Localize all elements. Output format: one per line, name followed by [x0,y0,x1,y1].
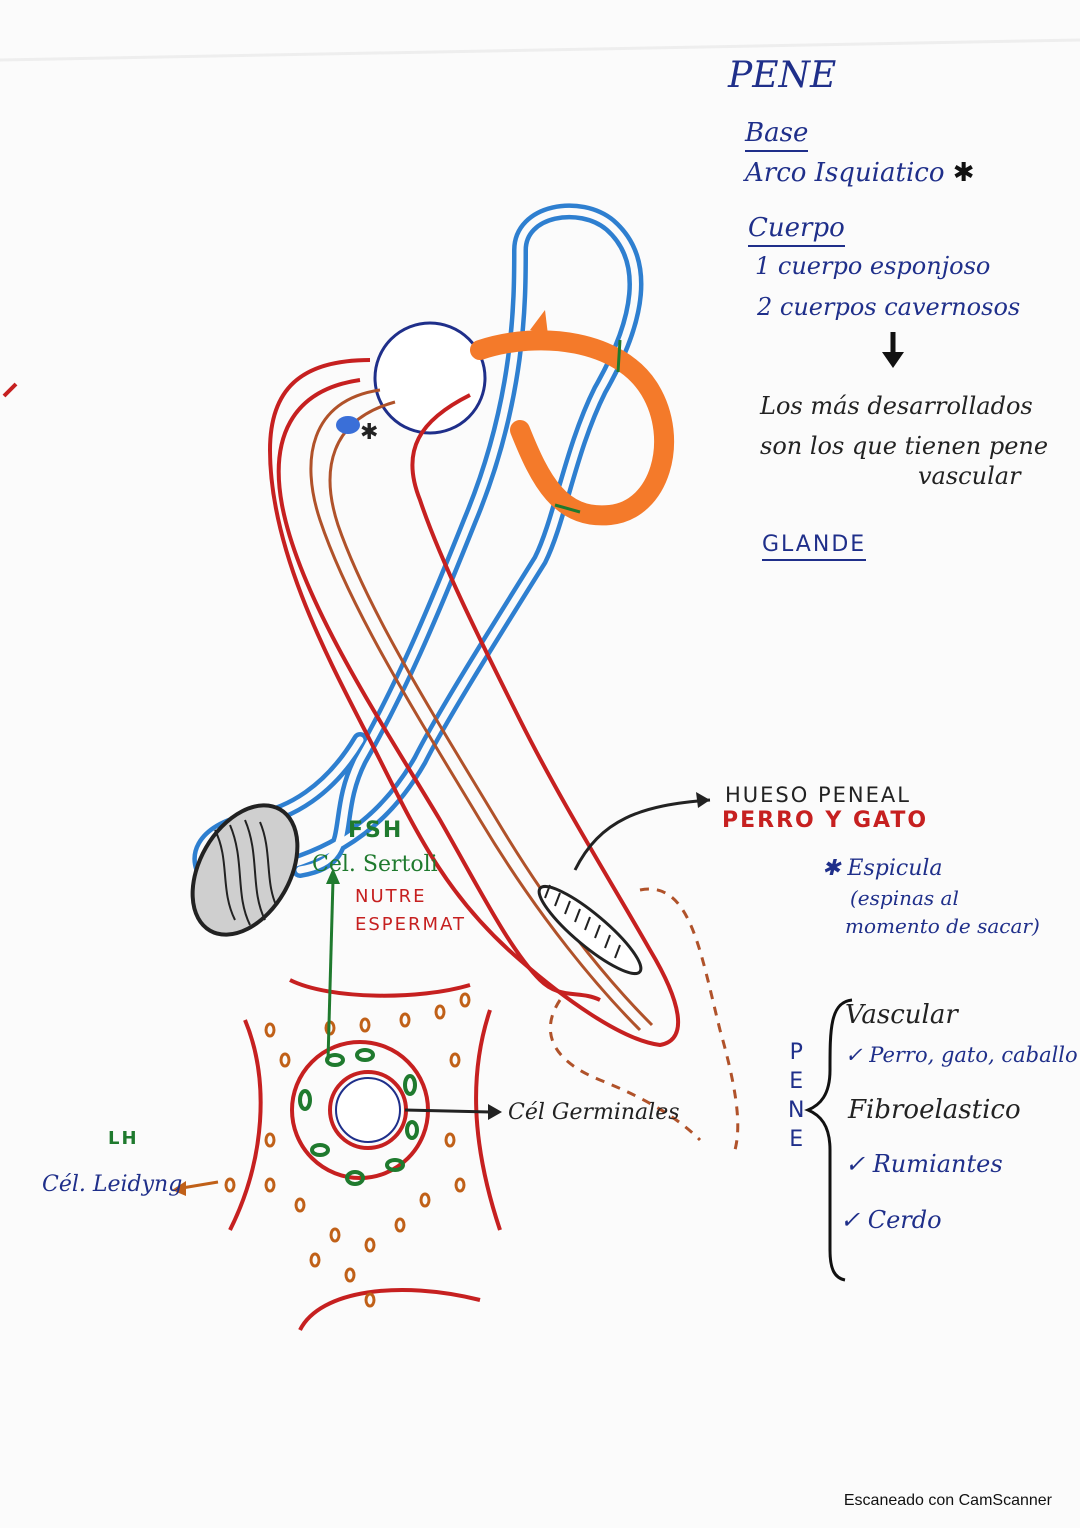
camscanner-watermark: Escaneado con CamScanner [843,1492,1052,1509]
os-penis [537,884,643,976]
conclusion-line-3: vascular [918,462,1021,490]
urethra-inner-2 [328,400,654,1027]
asterisk-marker-icon: ✱ [360,420,379,445]
germinales-arrowhead [488,1104,502,1120]
blue-blob [336,416,360,434]
prepuce-dashed [639,887,740,1151]
prepuce-dashed-2 [548,999,702,1142]
spicula-note-2: momento de sacar) [845,914,1040,938]
green-mark [616,339,622,373]
vascular-label: Vascular [845,1000,958,1030]
body-item-1: 1 cuerpo esponjoso [755,252,991,280]
hueso-arrow [573,798,711,871]
leidyng-label: Cél. Leidyng [42,1172,183,1197]
tubule-section [224,978,502,1331]
sertoli-cells [298,1048,419,1186]
leydig-cells [224,992,471,1308]
spermatids [335,1077,401,1143]
lh-label: LH [108,1128,139,1149]
body-heading: Cuerpo [748,213,845,247]
vas-deferens [192,203,644,889]
down-arrowhead [882,352,904,368]
urethra-outline [267,358,681,1048]
urethra-outer-2 [276,378,601,1002]
pene-letter: N [788,1098,805,1123]
base-item: Arco Isquiatico ✱ [745,158,975,188]
os-penis-hatching [544,884,621,959]
fibro-label: Fibroelastico [848,1095,1021,1125]
pene-vertical: P E N E [788,1040,804,1152]
notes-title: PENE [728,55,837,96]
sertoli-label: Cel. Sertoli [312,852,438,877]
pene-brace [804,998,853,1282]
hueso-label: HUESO PENEAL [725,783,911,807]
vascular-example: ✓ Perro, gato, caballo [845,1043,1078,1067]
fibro-example-1: ✓ Rumiantes [845,1150,1003,1178]
fsh-arrowhead [326,868,340,884]
spicula-label: ✱ Espicula [822,856,943,881]
fibro-example-2: ✓ Cerdo [840,1206,942,1234]
body-item-2: 2 cuerpos cavernosos [757,293,1021,321]
espermat-label: ESPERMAT [355,914,466,935]
nutre-label: NUTRE [355,886,427,907]
bladder-circle [373,321,487,435]
conclusion-line-2: son los que tienen pene [760,432,1049,460]
fsh-arrow [326,879,335,1061]
pene-letter: E [789,1127,804,1152]
orange-loop [470,330,674,526]
paper-fold [0,38,1080,62]
fsh-label: FSH [348,818,404,843]
base-item-text: Arco Isquiatico [745,158,945,188]
testis-lines [214,819,277,926]
spicula-note-1: (espinas al [850,886,959,910]
base-heading: Base [745,118,809,152]
margin-mark [2,382,18,398]
germinales-label: Cél Germinales [508,1100,680,1125]
urethra-inner-1 [309,388,642,1032]
lh-arrowhead [172,1181,186,1196]
orange-tip [530,310,548,335]
green-mark-2 [554,503,581,514]
hueso-species: PERRO Y GATO [722,808,929,833]
conclusion-line-1: Los más desarrollados [760,392,1033,420]
hueso-arrowhead [696,792,710,808]
glande-label: GLANDE [762,532,867,561]
germinales-arrow [404,1108,491,1114]
pene-letter: P [789,1040,803,1065]
pene-letter: E [789,1069,804,1094]
lh-arrow [181,1180,219,1190]
vas-deferens-lumen [197,207,639,884]
asterisk-icon: ✱ [952,158,975,188]
